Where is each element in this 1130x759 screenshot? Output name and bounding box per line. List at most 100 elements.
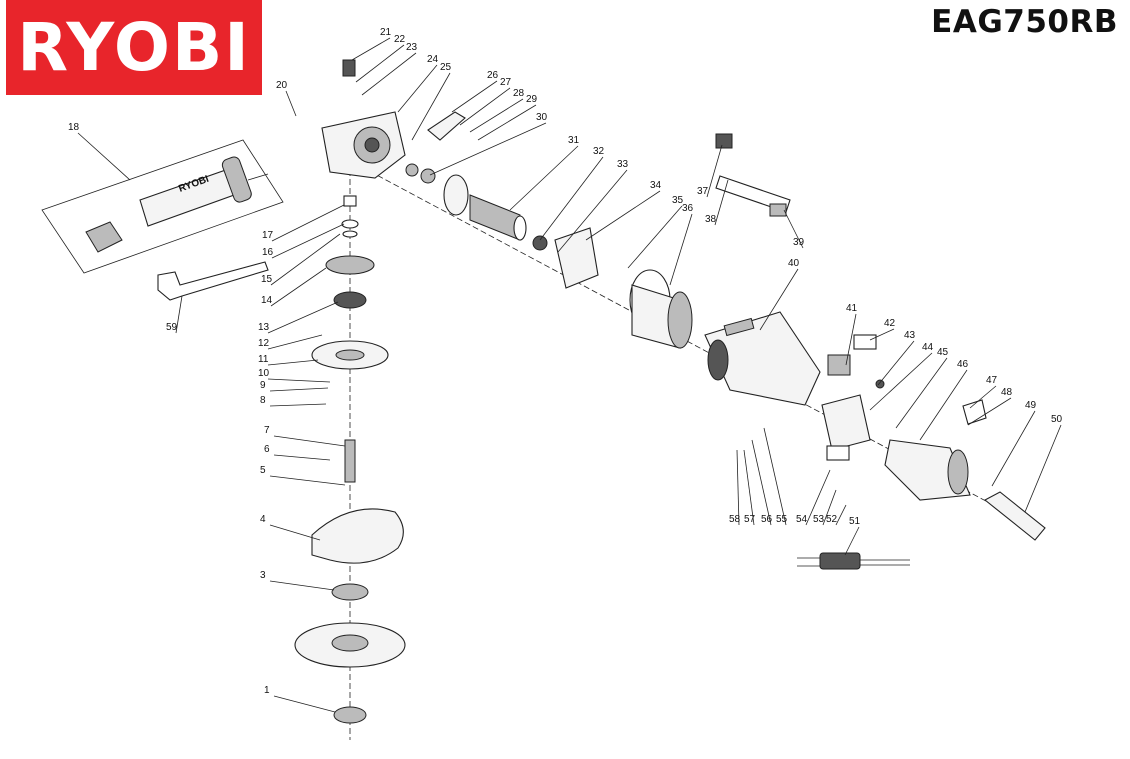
part-number-15: 15 xyxy=(261,274,273,285)
bearing-30 xyxy=(405,163,419,177)
leader-line-23 xyxy=(361,52,417,96)
part-number-50: 50 xyxy=(1051,414,1063,425)
leader-line-44 xyxy=(869,352,933,411)
part-number-46: 46 xyxy=(957,359,969,370)
part-number-3: 3 xyxy=(260,570,266,581)
leader-line-41 xyxy=(845,313,857,366)
switch-assembly xyxy=(715,133,791,217)
part-number-51: 51 xyxy=(849,516,861,527)
bearing-cover xyxy=(427,111,466,141)
leader-line-26 xyxy=(451,80,498,113)
leader-line-8 xyxy=(269,403,327,407)
part-number-53: 53 xyxy=(813,514,825,525)
leader-line-32 xyxy=(539,156,604,241)
leader-line-46 xyxy=(919,369,968,441)
leader-line-54 xyxy=(805,469,831,526)
leader-line-20 xyxy=(285,90,297,117)
part-number-6: 6 xyxy=(264,444,270,455)
leader-line-3 xyxy=(269,580,335,591)
leader-line-51 xyxy=(844,526,860,556)
rear-handle-housing xyxy=(884,399,987,501)
leader-line-56 xyxy=(751,439,772,526)
part-number-10: 10 xyxy=(258,368,270,379)
part-number-28: 28 xyxy=(513,88,525,99)
part-number-29: 29 xyxy=(526,94,538,105)
part-number-22: 22 xyxy=(394,34,406,45)
leader-line-29 xyxy=(477,104,537,141)
part-number-35: 35 xyxy=(672,195,684,206)
leader-line-22 xyxy=(355,44,405,83)
leader-line-42 xyxy=(869,328,895,341)
leader-line-30 xyxy=(429,122,547,176)
leader-line-17 xyxy=(271,204,345,242)
leader-line-58 xyxy=(736,449,740,526)
armature xyxy=(443,174,548,251)
part-number-26: 26 xyxy=(487,70,499,81)
leader-line-53 xyxy=(822,489,837,526)
part-number-30: 30 xyxy=(536,112,548,123)
leader-line-10 xyxy=(267,378,331,383)
part-number-21: 21 xyxy=(380,27,392,38)
leader-line-52 xyxy=(835,504,847,526)
leader-line-50 xyxy=(1024,424,1062,513)
cord-guard xyxy=(984,491,1046,541)
leader-line-5 xyxy=(269,475,346,486)
leader-line-43 xyxy=(877,340,915,386)
part-number-16: 16 xyxy=(262,247,274,258)
leader-line-40 xyxy=(759,268,799,331)
gear-housing xyxy=(321,59,406,179)
baffle-plate xyxy=(554,227,599,289)
part-number-7: 7 xyxy=(264,425,270,436)
brand-logo-text: RYOBI xyxy=(17,9,251,86)
part-number-33: 33 xyxy=(617,159,629,170)
part-number-34: 34 xyxy=(650,180,662,191)
brush-holder-assembly xyxy=(821,334,885,461)
part-number-47: 47 xyxy=(986,375,998,386)
motor-housing xyxy=(704,311,821,406)
inner-flange xyxy=(331,583,369,601)
part-number-58: 58 xyxy=(729,514,741,525)
stator xyxy=(629,269,693,349)
part-number-17: 17 xyxy=(262,230,274,241)
part-number-38: 38 xyxy=(705,214,717,225)
leader-line-57 xyxy=(743,449,755,526)
part-number-20: 20 xyxy=(276,80,288,91)
part-number-9: 9 xyxy=(260,380,266,391)
part-number-12: 12 xyxy=(258,338,270,349)
leader-line-48 xyxy=(967,397,1012,426)
leader-line-6 xyxy=(273,454,331,461)
leader-line-24 xyxy=(397,64,438,113)
leader-line-7 xyxy=(273,435,346,447)
part-number-27: 27 xyxy=(500,77,512,88)
leader-line-9 xyxy=(269,387,329,392)
part-number-54: 54 xyxy=(796,514,808,525)
leader-line-36 xyxy=(669,213,693,286)
part-number-24: 24 xyxy=(427,54,439,65)
leader-line-38 xyxy=(714,179,729,226)
leader-line-34 xyxy=(585,190,661,241)
leader-line-37 xyxy=(706,144,723,198)
part-number-36: 36 xyxy=(682,203,694,214)
bearing-29 xyxy=(420,168,436,184)
side-handle: RYOBI xyxy=(85,156,269,253)
part-number-37: 37 xyxy=(697,186,709,197)
part-number-18: 18 xyxy=(68,122,80,133)
part-number-57: 57 xyxy=(744,514,756,525)
leader-line-18 xyxy=(77,132,131,181)
leader-line-49 xyxy=(991,410,1036,487)
part-number-59: 59 xyxy=(166,322,178,333)
leader-line-25 xyxy=(411,72,451,141)
leader-line-45 xyxy=(895,357,948,429)
part-labels: 1345678910111213141516171820212223242526… xyxy=(68,27,1063,713)
leader-line-15 xyxy=(270,233,341,286)
part-number-13: 13 xyxy=(258,322,270,333)
part-number-49: 49 xyxy=(1025,400,1037,411)
model-number: EAG750RB xyxy=(931,4,1118,40)
part-number-4: 4 xyxy=(260,514,266,525)
part-number-43: 43 xyxy=(904,330,916,341)
leader-line-59 xyxy=(175,295,183,334)
leader-line-12 xyxy=(267,334,323,350)
power-plug-cord xyxy=(797,552,910,570)
part-number-8: 8 xyxy=(260,395,266,406)
